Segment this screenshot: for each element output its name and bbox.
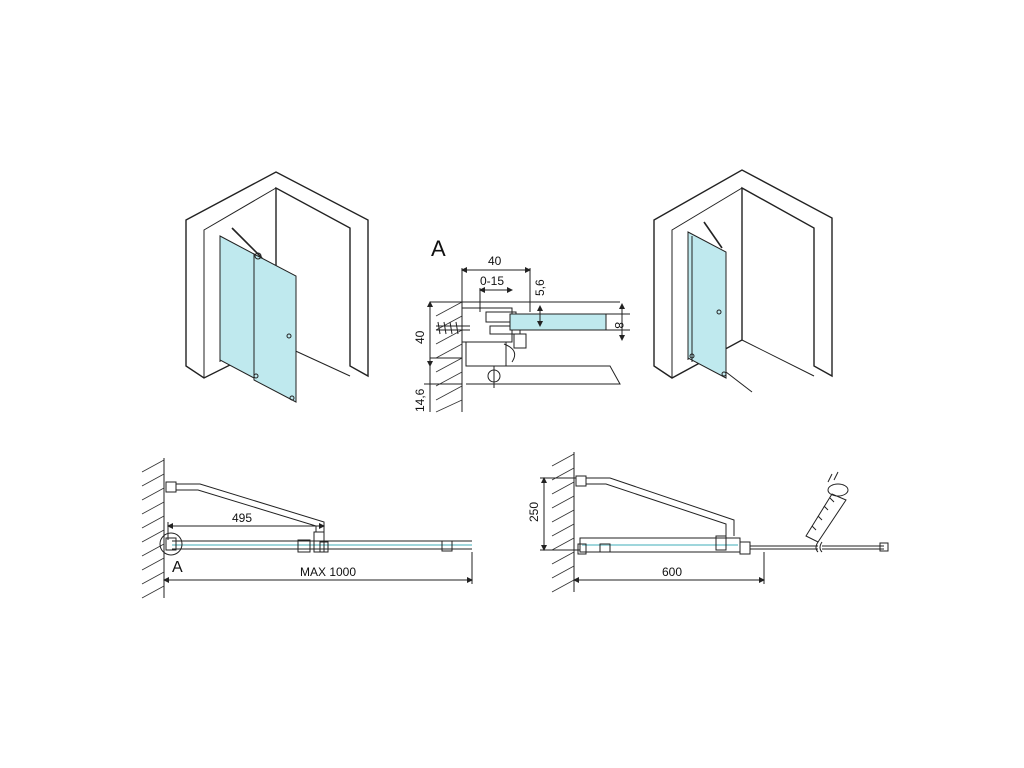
dim-glass: 8 bbox=[612, 322, 626, 329]
plan-detail-label: A bbox=[172, 559, 183, 576]
dim-40-height: 40 bbox=[413, 330, 427, 344]
iso-view-closed bbox=[185, 171, 369, 403]
iso-view-open bbox=[653, 169, 833, 393]
detail-a: A 40 bbox=[413, 236, 630, 413]
plan-view-open: 250 600 bbox=[527, 452, 889, 593]
plan-view-closed: A 495 MAX 1000 bbox=[141, 458, 473, 599]
detail-label: A bbox=[431, 236, 446, 261]
dim-40-width: 40 bbox=[488, 254, 502, 268]
dim-width: 600 bbox=[662, 565, 682, 579]
wall-hatch bbox=[430, 301, 620, 413]
dim-arm-length: 495 bbox=[232, 511, 252, 525]
dim-base: 14,6 bbox=[413, 388, 427, 412]
dim-arm-offset: 250 bbox=[527, 502, 541, 522]
dim-max-width: MAX 1000 bbox=[300, 565, 356, 579]
saw-cut-icon bbox=[805, 471, 849, 543]
dim-gap: 5,6 bbox=[533, 279, 547, 296]
dim-adjust: 0-15 bbox=[480, 274, 504, 288]
